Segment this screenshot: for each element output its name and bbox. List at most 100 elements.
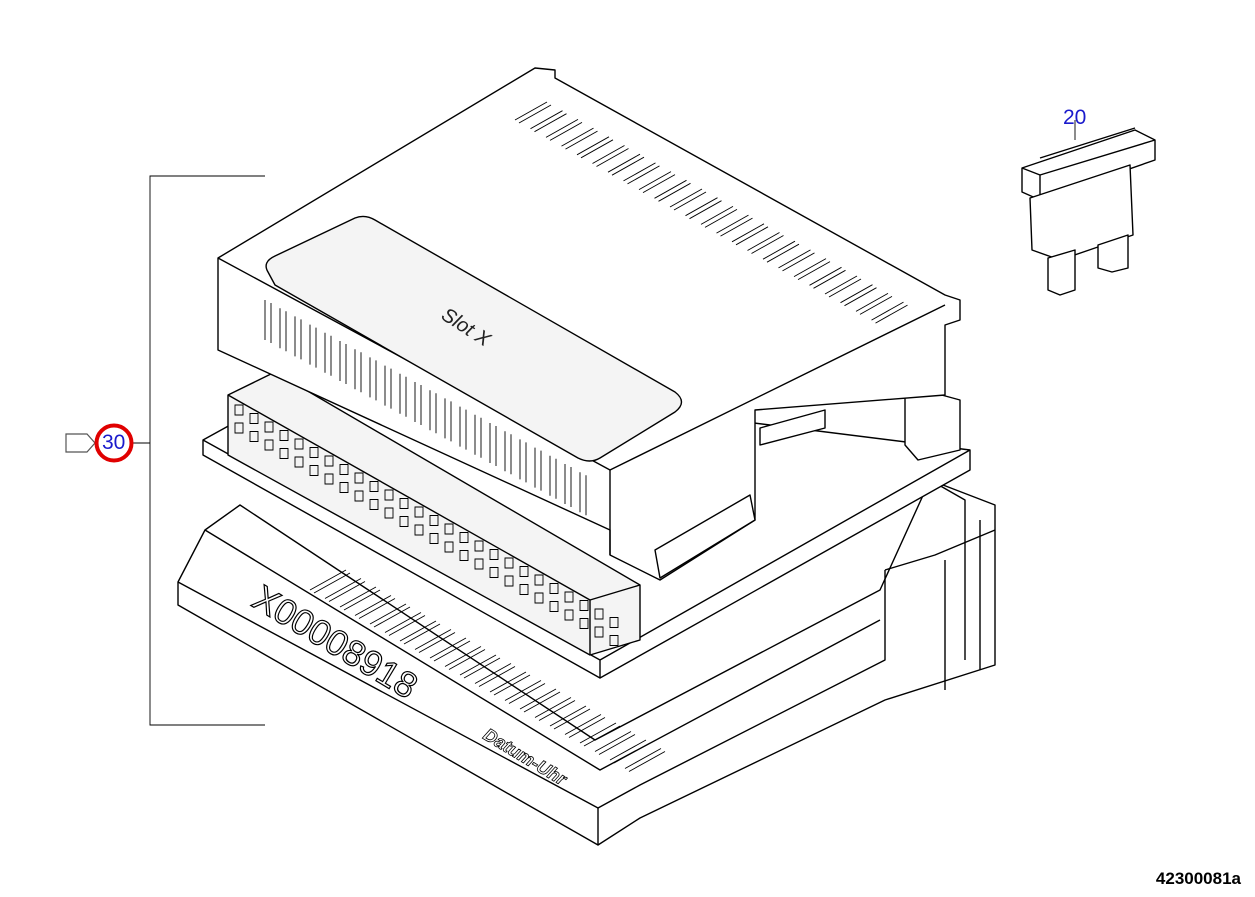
tray-slot bbox=[519, 688, 561, 713]
cooling-fin bbox=[339, 341, 347, 384]
tray-slot bbox=[489, 671, 531, 696]
cooling-fin bbox=[504, 431, 512, 475]
vent-slot bbox=[623, 162, 656, 182]
cooling-fin bbox=[564, 464, 572, 507]
vent-slot bbox=[576, 136, 610, 156]
cooling-fin bbox=[459, 406, 467, 450]
vent-slot bbox=[565, 130, 598, 150]
vent-slot bbox=[716, 214, 749, 234]
fuse bbox=[1021, 120, 1156, 296]
vent-slot bbox=[638, 171, 672, 190]
tray-slot bbox=[549, 705, 591, 730]
vent-slot bbox=[514, 101, 548, 121]
vent-slot bbox=[669, 188, 703, 208]
vent-slot bbox=[782, 252, 815, 272]
connector-pin bbox=[279, 430, 289, 459]
vent-slot bbox=[530, 110, 563, 130]
connector-pin bbox=[234, 404, 244, 434]
vent-slot bbox=[580, 139, 614, 159]
tray-slot bbox=[504, 680, 546, 704]
tray-slot bbox=[429, 637, 471, 662]
cooling-fin bbox=[309, 324, 317, 368]
cooling-fin bbox=[384, 365, 392, 409]
tray-slot bbox=[354, 595, 396, 619]
tray-slot bbox=[459, 654, 501, 679]
vent-slot bbox=[855, 293, 889, 312]
connector-pin bbox=[444, 523, 454, 553]
cooling-fin bbox=[354, 349, 362, 393]
vent-slot bbox=[685, 197, 718, 217]
diagram-code: 42300081a bbox=[1155, 869, 1241, 888]
vent-slot bbox=[561, 127, 594, 147]
tray-slot bbox=[474, 663, 516, 687]
vent-slot bbox=[809, 266, 842, 286]
vent-slot bbox=[596, 148, 629, 167]
connector-pin bbox=[459, 532, 469, 561]
vent-slot bbox=[689, 200, 722, 220]
connector-pin bbox=[264, 421, 274, 451]
cooling-fin bbox=[549, 455, 557, 499]
connector-pin bbox=[399, 498, 409, 527]
vent-slot bbox=[518, 104, 552, 124]
highlight-ring bbox=[94, 423, 134, 463]
vent-slot bbox=[747, 232, 780, 251]
vent-slot bbox=[731, 223, 765, 243]
vent-slot bbox=[766, 243, 800, 263]
tray-slot bbox=[594, 731, 636, 755]
cooling-fin bbox=[414, 382, 422, 425]
connector-pin bbox=[294, 438, 304, 468]
vent-slot bbox=[751, 235, 784, 254]
connector-pin bbox=[489, 549, 499, 578]
cooling-fin bbox=[474, 414, 482, 458]
vent-slot bbox=[840, 284, 873, 304]
bottom-tray: X00008918 Datum-Uhr bbox=[177, 479, 996, 846]
cooling-fin bbox=[489, 423, 497, 466]
connector-pin bbox=[549, 583, 559, 612]
connector-pin bbox=[384, 489, 394, 519]
vent-slot bbox=[871, 301, 904, 321]
vent-slot bbox=[844, 287, 877, 307]
vent-slot bbox=[797, 261, 831, 280]
tray-slot bbox=[609, 739, 651, 764]
cooling-fin bbox=[519, 439, 527, 483]
tray-slot bbox=[309, 569, 351, 594]
tray-slot bbox=[399, 620, 441, 645]
connector-pin bbox=[339, 464, 349, 493]
connector-pin bbox=[519, 566, 529, 595]
connector-pin bbox=[354, 472, 364, 502]
tray-slot bbox=[369, 603, 411, 628]
cooling-fin bbox=[534, 447, 542, 491]
vent-slot bbox=[627, 165, 660, 185]
connector-pin bbox=[609, 617, 619, 646]
cooling-fin bbox=[279, 308, 287, 352]
cooling-fin bbox=[294, 316, 302, 360]
connector-pin bbox=[309, 447, 319, 476]
tray-slot bbox=[414, 629, 456, 653]
connector-pin bbox=[474, 540, 484, 570]
connector-pin bbox=[324, 455, 334, 485]
vent-slot bbox=[778, 249, 811, 269]
cooling-fin bbox=[399, 373, 407, 417]
vent-slot bbox=[534, 113, 567, 133]
tray-slot bbox=[444, 646, 486, 670]
callout-30[interactable]: 30 bbox=[102, 431, 126, 454]
connector-pin bbox=[594, 608, 604, 638]
vent-slot bbox=[824, 275, 858, 295]
vent-slot bbox=[859, 296, 893, 315]
vent-slot bbox=[673, 191, 707, 211]
connector-pin bbox=[414, 506, 424, 536]
vent-slot bbox=[735, 226, 769, 246]
callout-20[interactable]: 20 bbox=[1063, 106, 1087, 129]
connector-pin bbox=[429, 515, 439, 544]
cooling-fin bbox=[429, 390, 437, 434]
vent-slot bbox=[828, 278, 862, 298]
tray-slot bbox=[564, 714, 606, 738]
connector-pin bbox=[504, 557, 514, 587]
connector-pin bbox=[579, 600, 589, 629]
cooling-fin bbox=[369, 357, 377, 401]
vent-slot bbox=[592, 145, 625, 164]
cooling-fin bbox=[444, 398, 452, 442]
tray-slot bbox=[324, 578, 366, 602]
tray-slot bbox=[579, 722, 621, 747]
